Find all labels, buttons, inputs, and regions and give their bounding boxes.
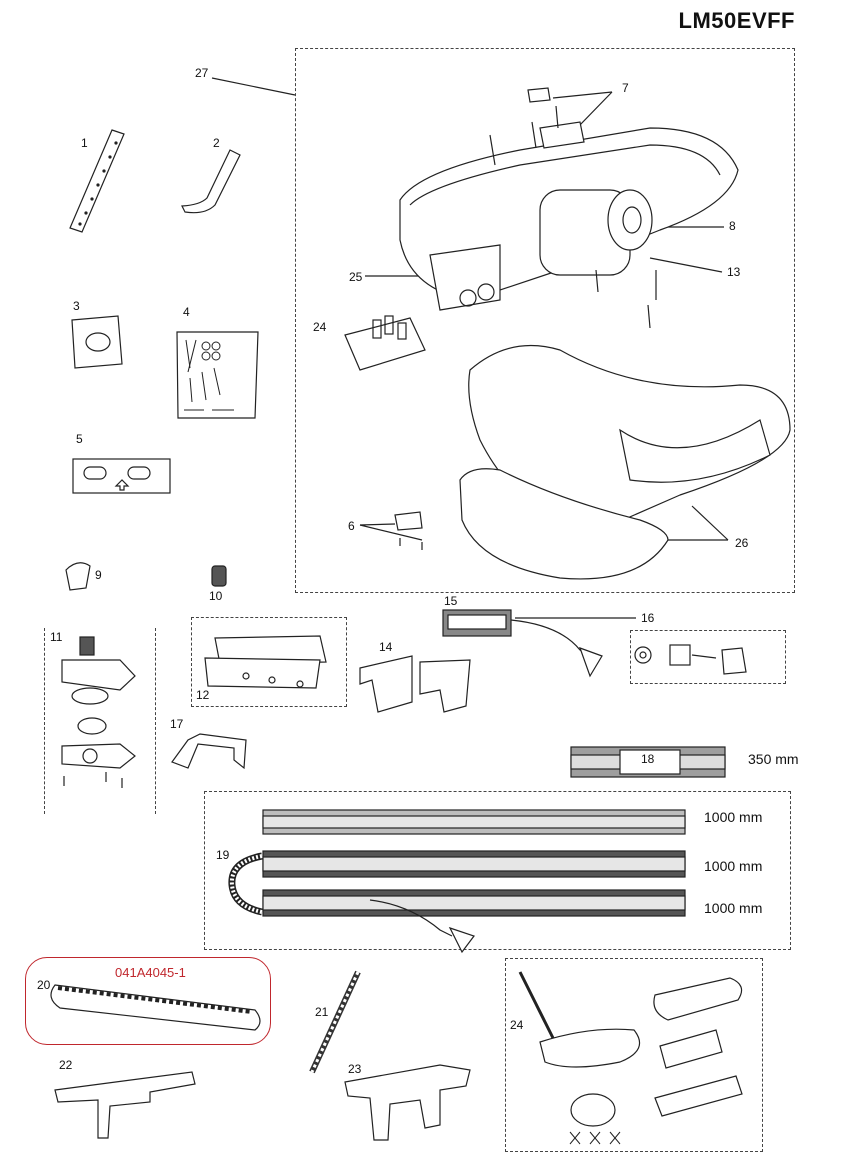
callout-27: 27 <box>195 66 209 80</box>
callout-23: 23 <box>348 1062 362 1076</box>
callout-24-board: 24 <box>313 320 327 334</box>
belt-highlight-box <box>25 957 271 1045</box>
callout-20: 20 <box>37 978 51 992</box>
model-title: LM50EVFF <box>678 8 795 33</box>
group-box-19 <box>204 791 791 950</box>
group-box-24 <box>505 958 763 1152</box>
callout-14: 14 <box>379 640 393 654</box>
callout-24-remote: 24 <box>510 1018 524 1032</box>
callout-7: 7 <box>622 81 629 95</box>
callout-2: 2 <box>213 136 220 150</box>
callout-18: 18 <box>641 752 655 766</box>
callout-17: 17 <box>170 717 184 731</box>
callout-1: 1 <box>81 136 88 150</box>
group-box-16 <box>630 630 786 684</box>
callout-22: 22 <box>59 1058 73 1072</box>
callout-6: 6 <box>348 519 355 533</box>
rail-19a-length: 1000 mm <box>704 809 763 825</box>
group-box-27 <box>295 48 795 593</box>
rail-18-length: 350 mm <box>748 751 799 767</box>
callout-16: 16 <box>641 611 655 625</box>
callout-12: 12 <box>196 688 210 702</box>
rail-19c-length: 1000 mm <box>704 900 763 916</box>
callout-11: 11 <box>50 630 63 644</box>
callout-21: 21 <box>315 1005 329 1019</box>
group-box-11 <box>44 628 156 814</box>
callout-19: 19 <box>216 848 230 862</box>
callout-26: 26 <box>735 536 749 550</box>
callout-4: 4 <box>183 305 190 319</box>
callout-8: 8 <box>729 219 736 233</box>
callout-9: 9 <box>95 568 102 582</box>
rail-19b-length: 1000 mm <box>704 858 763 874</box>
callout-13: 13 <box>727 265 741 279</box>
callout-25: 25 <box>349 270 363 284</box>
belt-part-number: 041A4045-1 <box>115 965 186 980</box>
callout-15: 15 <box>444 594 458 608</box>
callout-5: 5 <box>76 432 83 446</box>
callout-10: 10 <box>209 589 223 603</box>
group-box-12 <box>191 617 347 707</box>
callout-3: 3 <box>73 299 80 313</box>
